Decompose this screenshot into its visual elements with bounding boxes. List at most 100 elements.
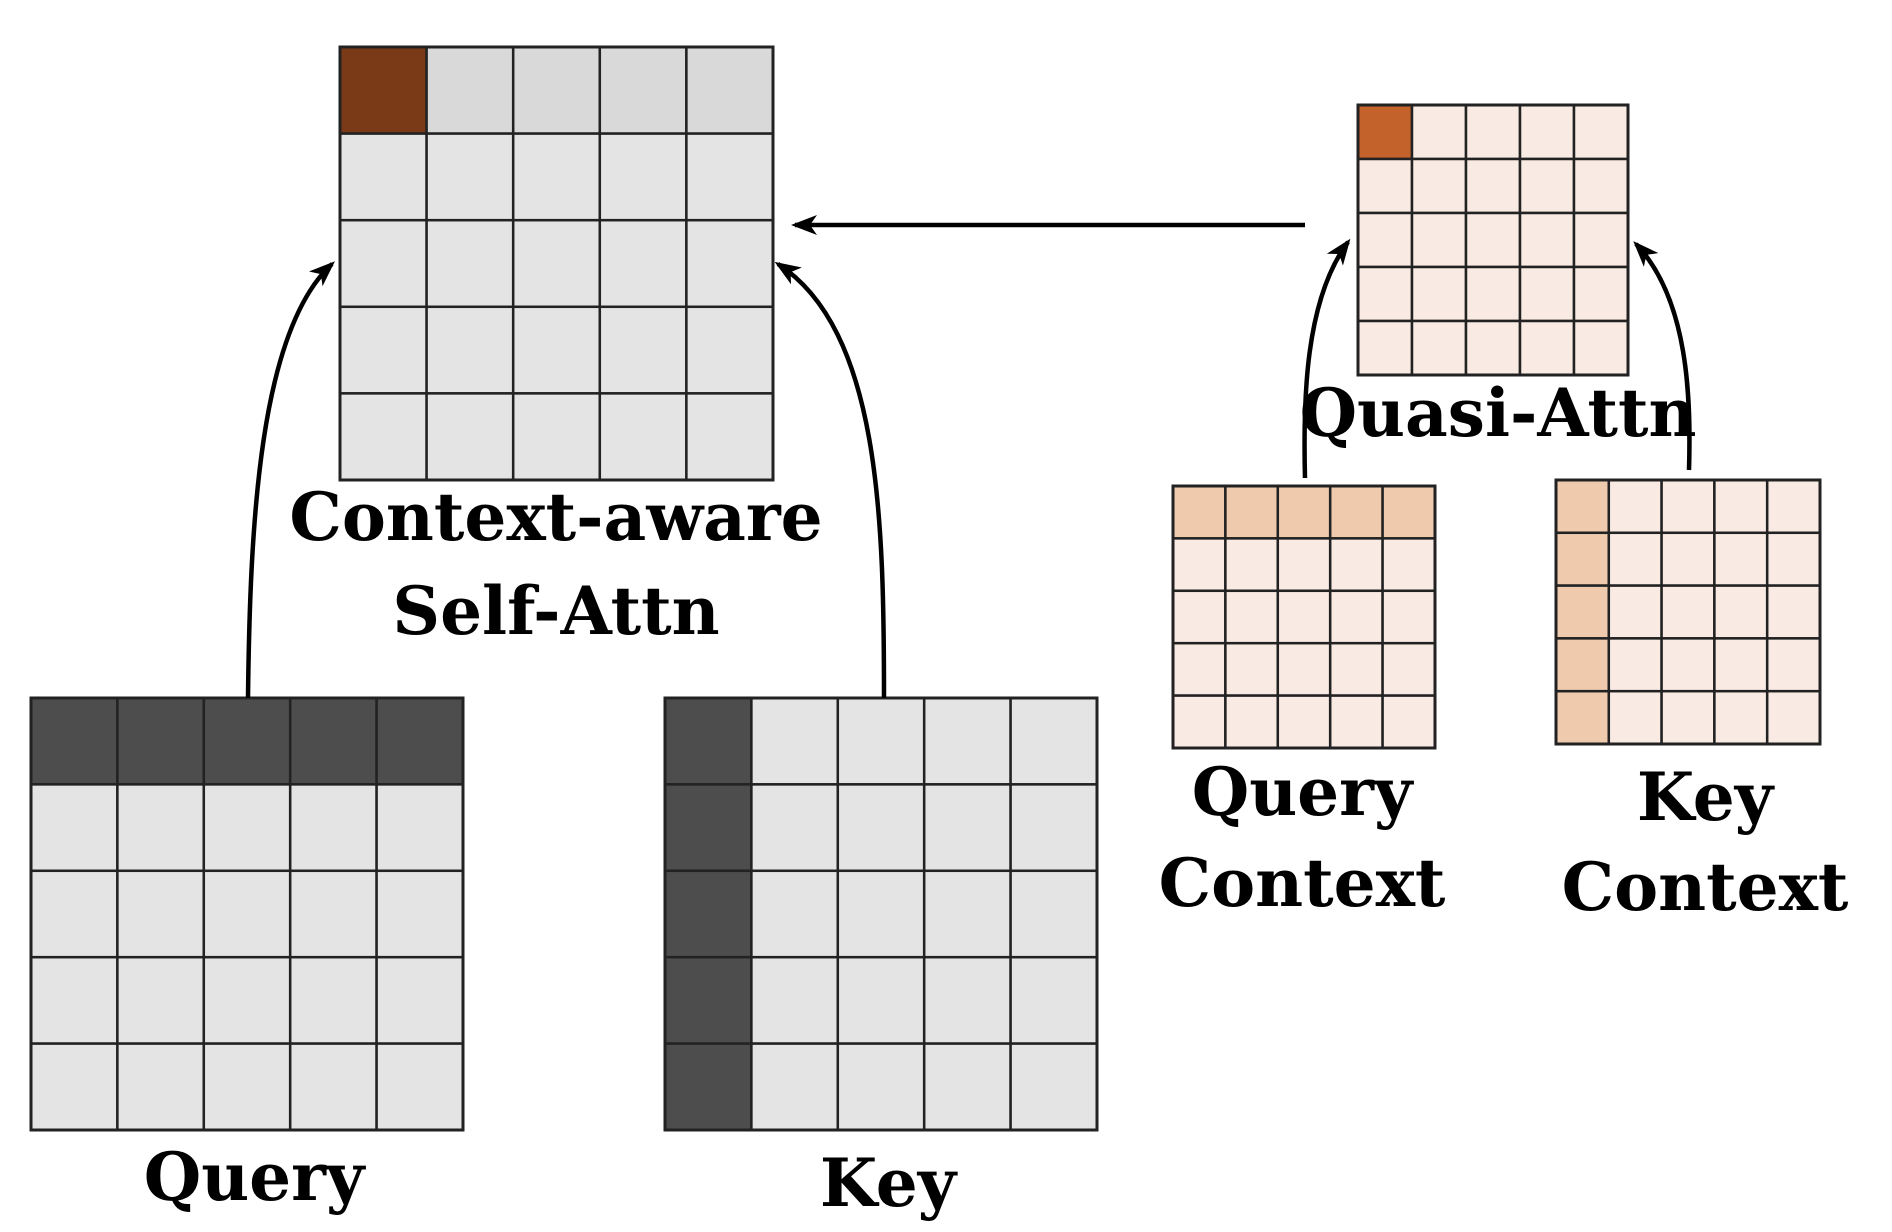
self-attn-cell — [425, 45, 515, 135]
key-context-cell — [1765, 689, 1822, 746]
query-context-cell — [1224, 589, 1280, 645]
self-attn-cell — [685, 218, 775, 309]
quasi-attn-cell — [1410, 211, 1468, 269]
self-attn-cell — [511, 392, 602, 482]
query-context-cell — [1328, 589, 1384, 645]
self-attn-label-line-1: Context-aware — [289, 478, 822, 556]
query-context-cell — [1224, 694, 1280, 750]
key-context-cell — [1607, 531, 1663, 587]
query-cell — [29, 783, 119, 873]
quasi-attn-cell — [1518, 265, 1576, 323]
self-attn-cell — [598, 392, 688, 482]
key-cell — [663, 1042, 753, 1132]
key-cell — [663, 696, 753, 786]
query-context-frame — [1171, 484, 1437, 750]
key-cell — [922, 696, 1012, 786]
query-cell — [375, 1042, 465, 1132]
quasi-attn-cell — [1410, 103, 1468, 161]
quasi-attn-label: Quasi-Attn — [1300, 374, 1697, 452]
self-attn-cell — [338, 132, 428, 222]
key-label: Key — [820, 1144, 958, 1222]
query-context-cell — [1276, 641, 1332, 697]
key-cell — [663, 783, 753, 873]
quasi-attn-cell — [1464, 157, 1522, 215]
key-cell — [922, 869, 1012, 959]
key-cell — [836, 869, 926, 959]
quasi-attn-cell — [1356, 319, 1414, 377]
query-context-cell — [1224, 484, 1280, 540]
query-cell — [375, 696, 465, 786]
query-cell — [116, 869, 206, 959]
key-cell — [750, 696, 840, 786]
key-cell — [836, 955, 926, 1045]
query-context-cell — [1171, 694, 1227, 750]
query-context-cell — [1276, 484, 1332, 540]
query-cell — [202, 869, 292, 959]
key-context-cell — [1607, 637, 1663, 693]
quasi-attn-cell — [1464, 319, 1522, 377]
query-cell — [288, 783, 378, 873]
arrow-key-context-to-quasi-attn — [1633, 241, 1692, 471]
query-cell — [29, 696, 119, 786]
query-cell — [29, 869, 119, 959]
self-attn-cell — [338, 392, 428, 482]
query-cell — [202, 696, 292, 786]
key-context-label-line-1: Key — [1637, 758, 1775, 836]
query-context-cell — [1381, 537, 1437, 593]
query-context-cell — [1171, 484, 1227, 540]
key-cell — [836, 783, 926, 873]
key-context-matrix — [1554, 478, 1822, 746]
key-context-cell — [1660, 689, 1716, 746]
quasi-attn-cell — [1356, 211, 1414, 269]
key-context-cell — [1607, 478, 1663, 535]
query-context-cell — [1381, 484, 1437, 540]
key-cell — [1009, 955, 1099, 1045]
key-context-cell — [1660, 478, 1716, 535]
query-cell — [375, 869, 465, 959]
query-cell — [288, 869, 378, 959]
key-context-cell — [1554, 478, 1611, 535]
quasi-attn-cell — [1572, 157, 1630, 215]
query-cell — [29, 1042, 119, 1132]
key-context-cell — [1660, 637, 1716, 693]
quasi-attn-frame — [1356, 103, 1630, 377]
key-context-cell — [1607, 689, 1663, 746]
key-context-cell — [1713, 584, 1769, 640]
self-attn-cell — [685, 392, 775, 482]
key-context-cell — [1660, 531, 1716, 587]
arrow-query-to-self-attn — [245, 261, 335, 699]
key-context-cell — [1554, 531, 1611, 587]
key-context-label-line-2: Context — [1562, 848, 1849, 926]
self-attn-cell — [685, 132, 775, 222]
key-context-cell — [1765, 531, 1822, 587]
query-cell — [375, 783, 465, 873]
query-cell — [29, 955, 119, 1045]
quasi-attn-cell — [1410, 319, 1468, 377]
self-attn-cell — [425, 305, 515, 395]
quasi-attn-cell — [1356, 103, 1414, 161]
quasi-attn-cell — [1518, 103, 1576, 161]
key-cell — [922, 1042, 1012, 1132]
query-cell — [116, 783, 206, 873]
key-cell — [1009, 869, 1099, 959]
quasi-attn-cell — [1572, 319, 1630, 377]
key-context-cell — [1765, 478, 1822, 535]
quasi-attn-cell — [1356, 157, 1414, 215]
self-attn-cell — [598, 132, 688, 222]
self-attn-cell — [685, 45, 775, 135]
query-context-cell — [1224, 537, 1280, 593]
query-context-cell — [1381, 589, 1437, 645]
key-cell — [663, 955, 753, 1045]
key-context-cell — [1660, 584, 1716, 640]
quasi-attn-cell — [1464, 211, 1522, 269]
self-attn-cell — [598, 218, 688, 309]
arrow-key-to-self-attn — [774, 261, 887, 699]
quasi-attn-cell — [1356, 265, 1414, 323]
key-context-cell — [1713, 637, 1769, 693]
self-attn-cell — [425, 132, 515, 222]
key-context-frame — [1554, 478, 1822, 746]
key-cell — [750, 1042, 840, 1132]
quasi-attn-cell — [1464, 265, 1522, 323]
query-context-cell — [1276, 694, 1332, 750]
query-context-cell — [1276, 589, 1332, 645]
